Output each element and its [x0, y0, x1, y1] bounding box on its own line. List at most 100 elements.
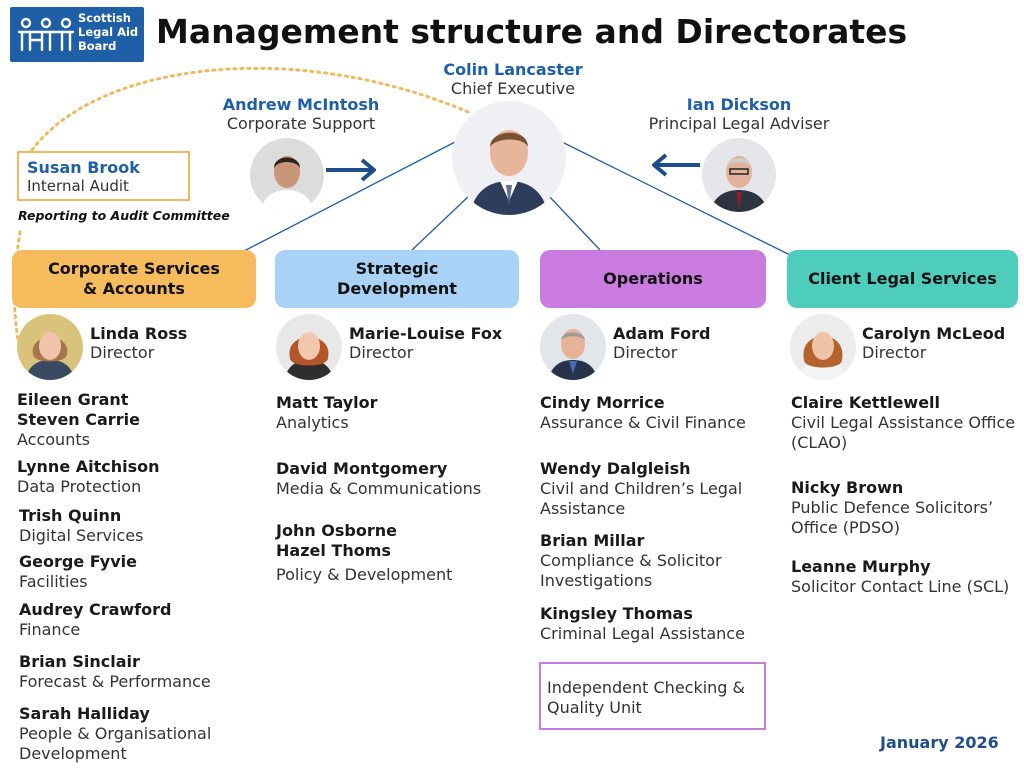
- staff-name: Wendy Dalgleish: [540, 459, 691, 478]
- staff-entry: Brian Millar Compliance & Solicitor Inve…: [540, 531, 766, 591]
- staff-entry: Audrey Crawford Finance: [19, 600, 259, 640]
- staff-entry: Leanne Murphy Solicitor Contact Line (SC…: [791, 557, 1016, 597]
- directorate-title-line: Client Legal Services: [808, 269, 997, 288]
- staff-role: Solicitor Contact Line (SCL): [791, 577, 1010, 596]
- corporate-support-label: Andrew McIntosh Corporate Support: [200, 95, 402, 133]
- staff-role: Public Defence Solicitors’ Office (PDSO): [791, 498, 994, 537]
- director-name: Carolyn McLeod: [862, 324, 1006, 343]
- directorate-client-legal-services: Client Legal Services: [787, 250, 1018, 308]
- director-name: Marie-Louise Fox: [349, 324, 503, 343]
- director-photo-marie-louise-fox: [276, 314, 342, 380]
- staff-role: Analytics: [276, 413, 349, 432]
- staff-entry: David Montgomery Media & Communications: [276, 459, 516, 499]
- staff-entry: Eileen Grant Steven Carrie Accounts: [17, 390, 257, 450]
- staff-name: George Fyvie: [19, 552, 137, 571]
- staff-name: Trish Quinn: [19, 506, 122, 525]
- staff-entry: Wendy Dalgleish Civil and Children’s Leg…: [540, 459, 766, 519]
- staff-name: Matt Taylor: [276, 393, 378, 412]
- staff-name: Sarah Halliday: [19, 704, 150, 723]
- director-name: Linda Ross: [90, 324, 188, 343]
- directorate-title-line: Operations: [603, 269, 703, 288]
- staff-role: Assurance & Civil Finance: [540, 413, 746, 432]
- corporate-support-role: Corporate Support: [226, 114, 376, 133]
- chief-executive-photo: [452, 101, 566, 215]
- staff-name: Audrey Crawford: [19, 600, 172, 619]
- staff-name: David Montgomery: [276, 459, 448, 478]
- director-photo-linda-ross: [17, 314, 83, 380]
- independent-checking-unit: Independent Checking & Quality Unit: [539, 662, 766, 730]
- corporate-support-name: Andrew McIntosh: [222, 95, 380, 114]
- staff-role: Data Protection: [17, 477, 142, 496]
- director-photo-carolyn-mcleod: [790, 314, 856, 380]
- staff-role: Civil Legal Assistance Office (CLAO): [791, 413, 1016, 452]
- staff-name: Lynne Aitchison: [17, 457, 160, 476]
- legal-adviser-role: Principal Legal Adviser: [648, 114, 830, 133]
- staff-name: Leanne Murphy: [791, 557, 931, 576]
- staff-name: Brian Millar: [540, 531, 645, 550]
- staff-role: Criminal Legal Assistance: [540, 624, 745, 643]
- chief-executive-name: Colin Lancaster: [443, 60, 583, 79]
- date-label: January 2026: [880, 733, 999, 752]
- directorate-strategic-development: Strategic Development: [275, 250, 519, 308]
- director-marie-louise-fox: Marie-Louise Fox Director: [349, 324, 502, 362]
- logo-line-3: Board: [78, 39, 117, 53]
- directorate-corporate-services: Corporate Services & Accounts: [12, 250, 256, 308]
- staff-name: Eileen Grant: [17, 390, 129, 409]
- staff-role: Accounts: [17, 430, 90, 449]
- staff-role: Civil and Children’s Legal Assistance: [540, 479, 743, 518]
- arrow-right-icon: [326, 158, 376, 182]
- staff-entry: Sarah Halliday People & Organisational D…: [19, 704, 229, 764]
- directorate-title-line: & Accounts: [83, 279, 185, 298]
- director-role: Director: [862, 343, 927, 362]
- staff-name: Hazel Thoms: [276, 541, 391, 560]
- logo-text: Scottish Legal Aid Board: [78, 11, 138, 53]
- arrow-left-icon: [652, 153, 700, 177]
- page-title: Management structure and Directorates: [156, 12, 908, 51]
- staff-entry: Trish Quinn Digital Services: [19, 506, 259, 546]
- staff-role: People & Organisational Development: [19, 724, 212, 763]
- chief-executive-label: Colin Lancaster Chief Executive: [400, 60, 626, 98]
- directorate-title-line: Development: [337, 279, 457, 298]
- director-adam-ford: Adam Ford Director: [613, 324, 711, 362]
- staff-role: Finance: [19, 620, 81, 639]
- staff-entry: Brian Sinclair Forecast & Performance: [19, 652, 259, 692]
- director-role: Director: [613, 343, 678, 362]
- staff-entry: Kingsley Thomas Criminal Legal Assistanc…: [540, 604, 766, 644]
- staff-entry: Claire Kettlewell Civil Legal Assistance…: [791, 393, 1016, 453]
- legal-adviser-name: Ian Dickson: [686, 95, 792, 114]
- slab-logo: Scottish Legal Aid Board: [10, 7, 144, 62]
- legal-adviser-label: Ian Dickson Principal Legal Adviser: [630, 95, 848, 133]
- legal-adviser-photo: [702, 138, 776, 212]
- staff-name: Cindy Morrice: [540, 393, 665, 412]
- staff-name: Kingsley Thomas: [540, 604, 693, 623]
- internal-audit-role: Internal Audit: [27, 177, 129, 195]
- logo-line-2: Legal Aid: [78, 25, 139, 39]
- staff-role: Compliance & Solicitor Investigations: [540, 551, 722, 590]
- staff-entry: Lynne Aitchison Data Protection: [17, 457, 257, 497]
- staff-entry: Cindy Morrice Assurance & Civil Finance: [540, 393, 766, 433]
- directorate-operations: Operations: [540, 250, 766, 308]
- chief-executive-role: Chief Executive: [450, 79, 576, 98]
- directorate-title-line: Corporate Services: [48, 259, 220, 278]
- directorate-title-line: Strategic: [355, 259, 439, 278]
- staff-role: Forecast & Performance: [19, 672, 211, 691]
- staff-name: Steven Carrie: [17, 410, 140, 429]
- director-role: Director: [349, 343, 414, 362]
- audit-committee-note: Reporting to Audit Committee: [18, 208, 230, 223]
- audit-dotted-line: [30, 66, 470, 152]
- staff-role: Policy & Development: [276, 565, 453, 584]
- staff-entry: John Osborne Hazel Thoms Policy & Develo…: [276, 521, 516, 585]
- staff-name: Claire Kettlewell: [791, 393, 941, 412]
- logo-people-icon: [17, 17, 75, 52]
- staff-entry: Matt Taylor Analytics: [276, 393, 516, 433]
- staff-name: Brian Sinclair: [19, 652, 140, 671]
- staff-entry: Nicky Brown Public Defence Solicitors’ O…: [791, 478, 1019, 538]
- staff-role: Digital Services: [19, 526, 144, 545]
- director-role: Director: [90, 343, 155, 362]
- director-photo-adam-ford: [540, 314, 606, 380]
- staff-name: Nicky Brown: [791, 478, 904, 497]
- logo-line-1: Scottish: [78, 11, 131, 25]
- internal-audit-box: Susan Brook Internal Audit: [17, 151, 190, 201]
- director-name: Adam Ford: [613, 324, 711, 343]
